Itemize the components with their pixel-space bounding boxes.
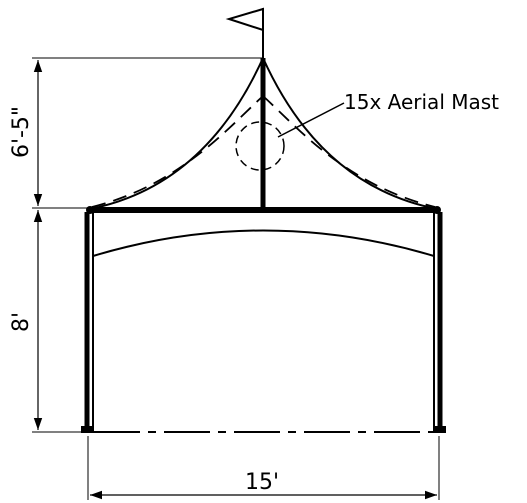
peak-cover-hidden-line-left (91, 95, 264, 208)
interior-eave-arc (92, 229, 435, 257)
width-label: 15' (245, 470, 279, 495)
roof-height-label: 6'-5" (9, 106, 34, 158)
peak-cover-hidden-line-right (262, 95, 436, 208)
left-leg (84, 212, 94, 432)
left-foot (81, 426, 94, 433)
wall-height-label: 8' (9, 312, 34, 332)
peak-cover-outline-right (262, 57, 438, 210)
flag-icon (225, 7, 264, 60)
callout-leader-line (277, 102, 345, 138)
peak-cover-outline-left (89, 57, 264, 210)
callout-label: 15x Aerial Mast (344, 90, 499, 114)
right-foot (433, 426, 446, 433)
right-leg (433, 212, 443, 432)
aerial-mast-circle (235, 121, 285, 171)
